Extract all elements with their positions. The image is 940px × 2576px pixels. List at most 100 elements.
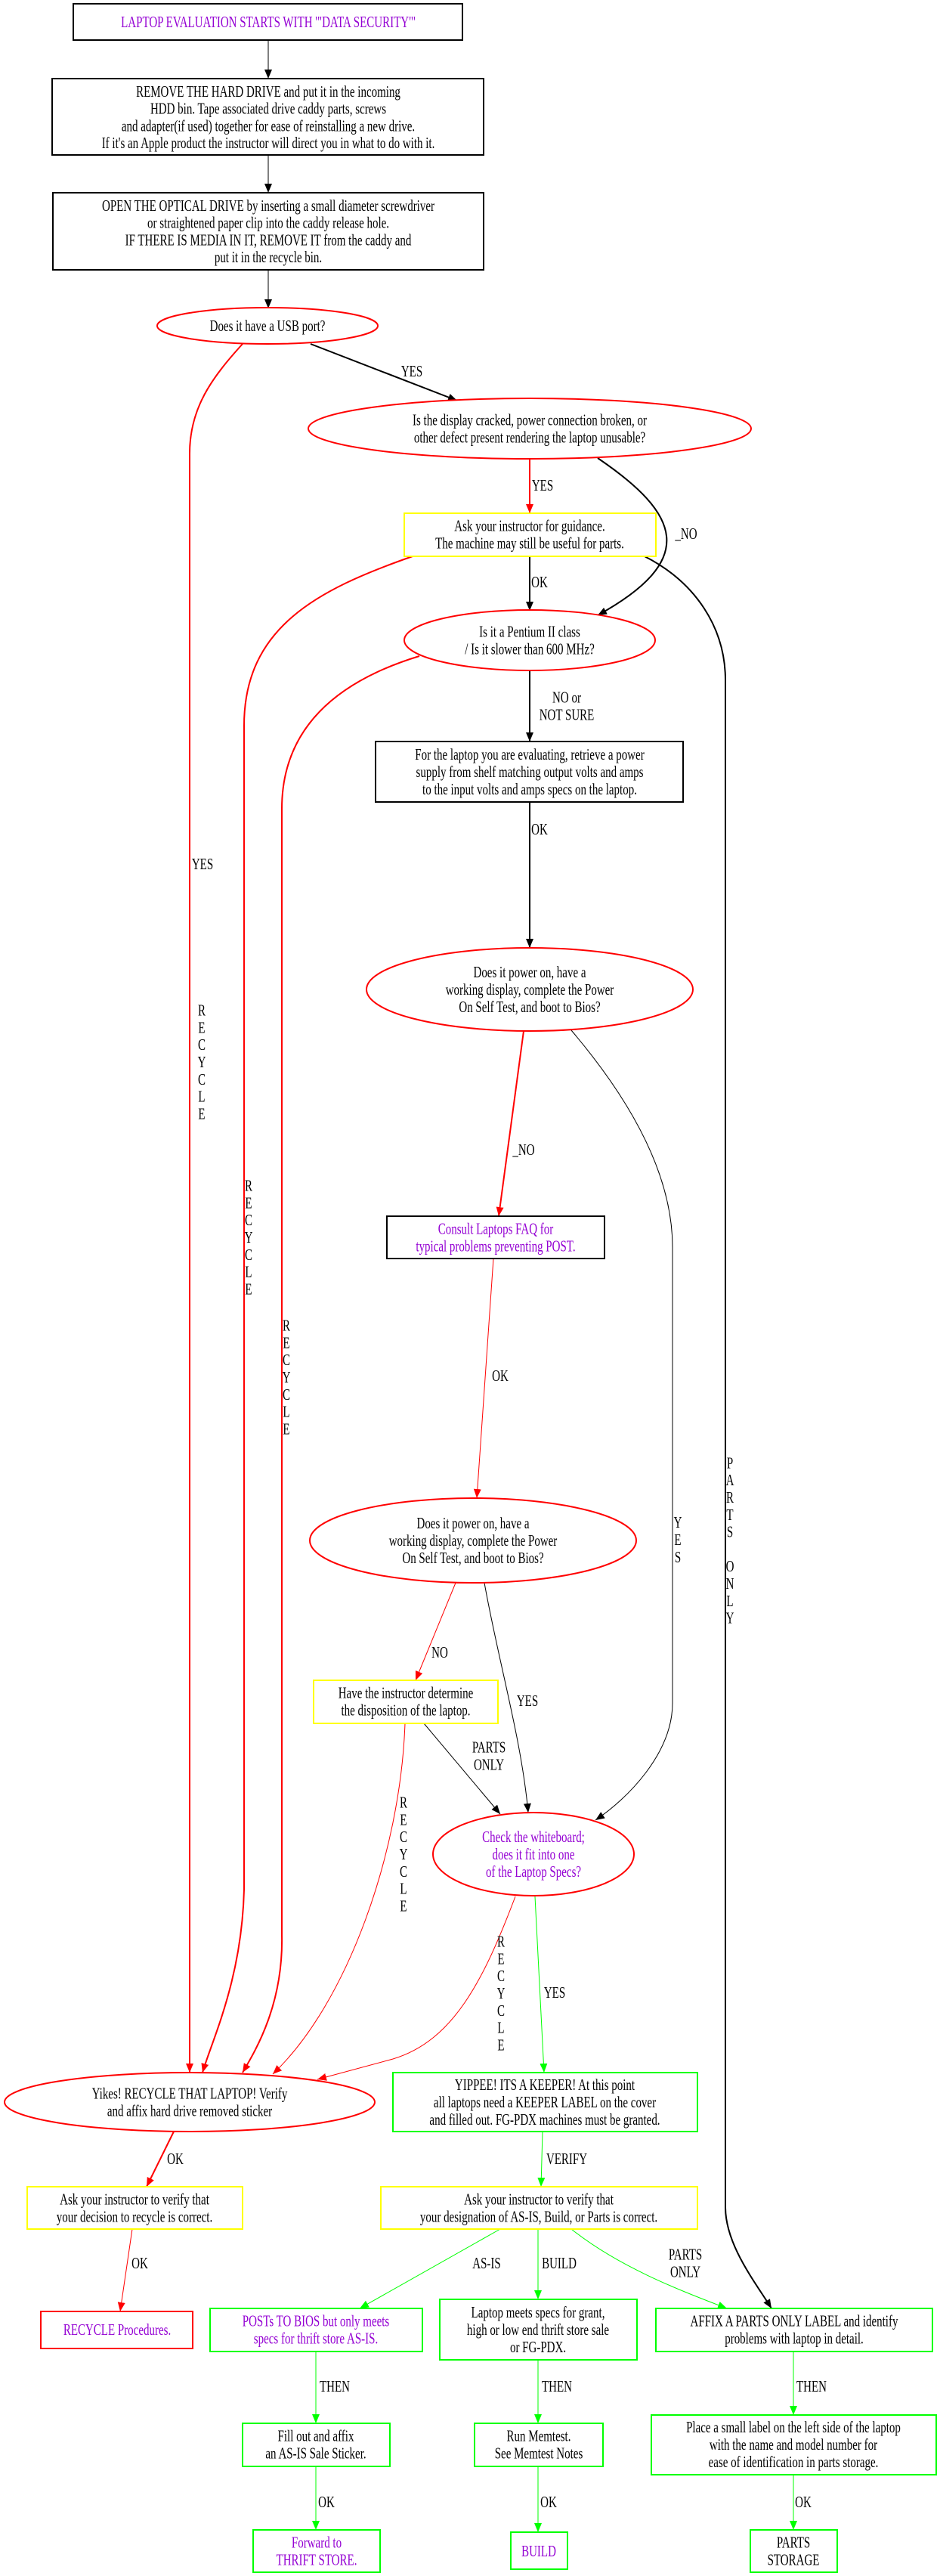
edge-power1-whiteboard <box>570 1029 673 1821</box>
text-line: THEN <box>796 2378 827 2395</box>
edge-label: AS-IS <box>472 2255 500 2272</box>
edge-label: YES <box>544 1984 565 2002</box>
text-line: Y <box>726 1609 734 1627</box>
text-line: E <box>198 1019 205 1036</box>
text-line: L <box>283 1403 289 1420</box>
text-line <box>728 1540 731 1558</box>
remove-hard-drive-node <box>51 78 484 156</box>
text-line: C <box>198 1036 206 1054</box>
text-line: your decision to recycle is correct. <box>57 2208 212 2225</box>
text-line: R <box>400 1794 408 1811</box>
consult-faq-node <box>386 1215 605 1259</box>
text-line: Does it have a USB port? <box>210 317 326 335</box>
text-line: THEN <box>320 2378 350 2395</box>
place-label-node <box>651 2414 937 2475</box>
text-line: C <box>245 1246 252 1263</box>
start-label: LAPTOP EVALUATION STARTS WITH '"DATA SEC… <box>121 14 416 31</box>
text-line: POSTs TO BIOS but only meets <box>243 2312 390 2330</box>
edge-label: OK <box>167 2150 184 2168</box>
edge-askdesig-posts <box>359 2228 501 2309</box>
pentium-label: Is it a Pentium II class/ Is it slower t… <box>465 623 595 658</box>
whiteboard-label: Check the whiteboard;does it fit into on… <box>482 1828 585 1881</box>
text-line: of the Laptop Specs? <box>486 1862 581 1880</box>
text-line: Forward to <box>292 2534 342 2551</box>
text-line: high or low end thrift store sale <box>467 2321 609 2339</box>
text-line: YES <box>401 363 422 380</box>
text-line: LAPTOP EVALUATION STARTS WITH '"DATA SEC… <box>121 14 416 31</box>
power-on-decision-2 <box>309 1497 637 1584</box>
text-line: For the laptop you are evaluating, retri… <box>415 746 644 763</box>
text-line: PARTS <box>669 2246 702 2263</box>
text-line: L <box>497 2019 504 2036</box>
memtest-label: Run Memtest.See Memtest Notes <box>495 2427 583 2462</box>
text-line: OK <box>318 2494 335 2511</box>
text-line: NOT SURE <box>540 706 595 723</box>
power-on-decision-1 <box>366 947 694 1032</box>
verify-recycle-node <box>26 2186 243 2230</box>
power-supply-label: For the laptop you are evaluating, retri… <box>415 746 644 798</box>
text-line: YES <box>532 477 553 494</box>
instructor-disposition-node <box>313 1680 499 1724</box>
edges <box>117 40 797 2532</box>
text-line: and affix hard drive removed sticker <box>107 2102 272 2119</box>
meets-specs-node <box>439 2299 638 2361</box>
place-label-text: Place a small label on the left side of … <box>686 2419 901 2471</box>
display-defect-label: Is the display cracked, power connection… <box>413 411 647 446</box>
text-line: ONLY <box>474 1756 504 1773</box>
text-line: S <box>675 1548 681 1565</box>
display-defect-decision <box>308 398 752 460</box>
edge-askrecycle-proc <box>117 2228 133 2312</box>
text-line: other defect present rendering the lapto… <box>414 429 645 446</box>
text-line: _NO <box>675 525 697 543</box>
text-line: L <box>198 1088 205 1105</box>
edge-label: YES <box>532 477 553 494</box>
edge-askdesig-affix <box>570 2228 728 2309</box>
text-line: P <box>727 1454 733 1472</box>
build-label: BUILD <box>521 2543 556 2560</box>
text-line: OK <box>492 1367 509 1385</box>
text-line: YIPPEE! ITS A KEEPER! At this point <box>455 2076 635 2094</box>
text-line: OK <box>531 821 548 838</box>
text-line: Y <box>245 1229 253 1246</box>
text-line: HDD bin. Tape associated drive caddy par… <box>150 100 386 117</box>
text-line: Y <box>674 1514 682 1531</box>
text-line: THRIFT STORE. <box>277 2551 357 2568</box>
text-line: working display, complete the Power <box>389 1532 558 1550</box>
text-line: Is the display cracked, power connection… <box>413 411 647 429</box>
text-line: OPEN THE OPTICAL DRIVE by inserting a sm… <box>102 197 434 214</box>
usb-port-decision <box>156 307 379 345</box>
text-line: L <box>726 1592 733 1609</box>
text-line: Ask your instructor for guidance. <box>454 517 605 534</box>
text-line: Yikes! RECYCLE THAT LAPTOP! Verify <box>92 2085 288 2102</box>
text-line: C <box>497 1968 505 1985</box>
text-line: NO <box>431 1644 448 1661</box>
text-line: T <box>726 1506 733 1523</box>
text-line: A <box>726 1472 735 1489</box>
edge-whiteboard-yikes <box>317 1896 516 2081</box>
text-line: N <box>726 1575 734 1593</box>
as-is-sticker-node <box>242 2423 391 2467</box>
instructor-guidance-node <box>404 512 657 557</box>
edge-label: OK <box>531 821 548 838</box>
edge-label: OK <box>531 574 548 591</box>
text-line: _NO <box>512 1141 535 1159</box>
edge-label: OK <box>540 2494 557 2511</box>
text-line: On Self Test, and boot to Bios? <box>402 1549 543 1566</box>
pentium-decision <box>404 609 656 671</box>
text-line: AS-IS <box>472 2255 500 2272</box>
text-line: typical problems preventing POST. <box>416 1237 575 1255</box>
verify-designation-node <box>380 2186 698 2230</box>
